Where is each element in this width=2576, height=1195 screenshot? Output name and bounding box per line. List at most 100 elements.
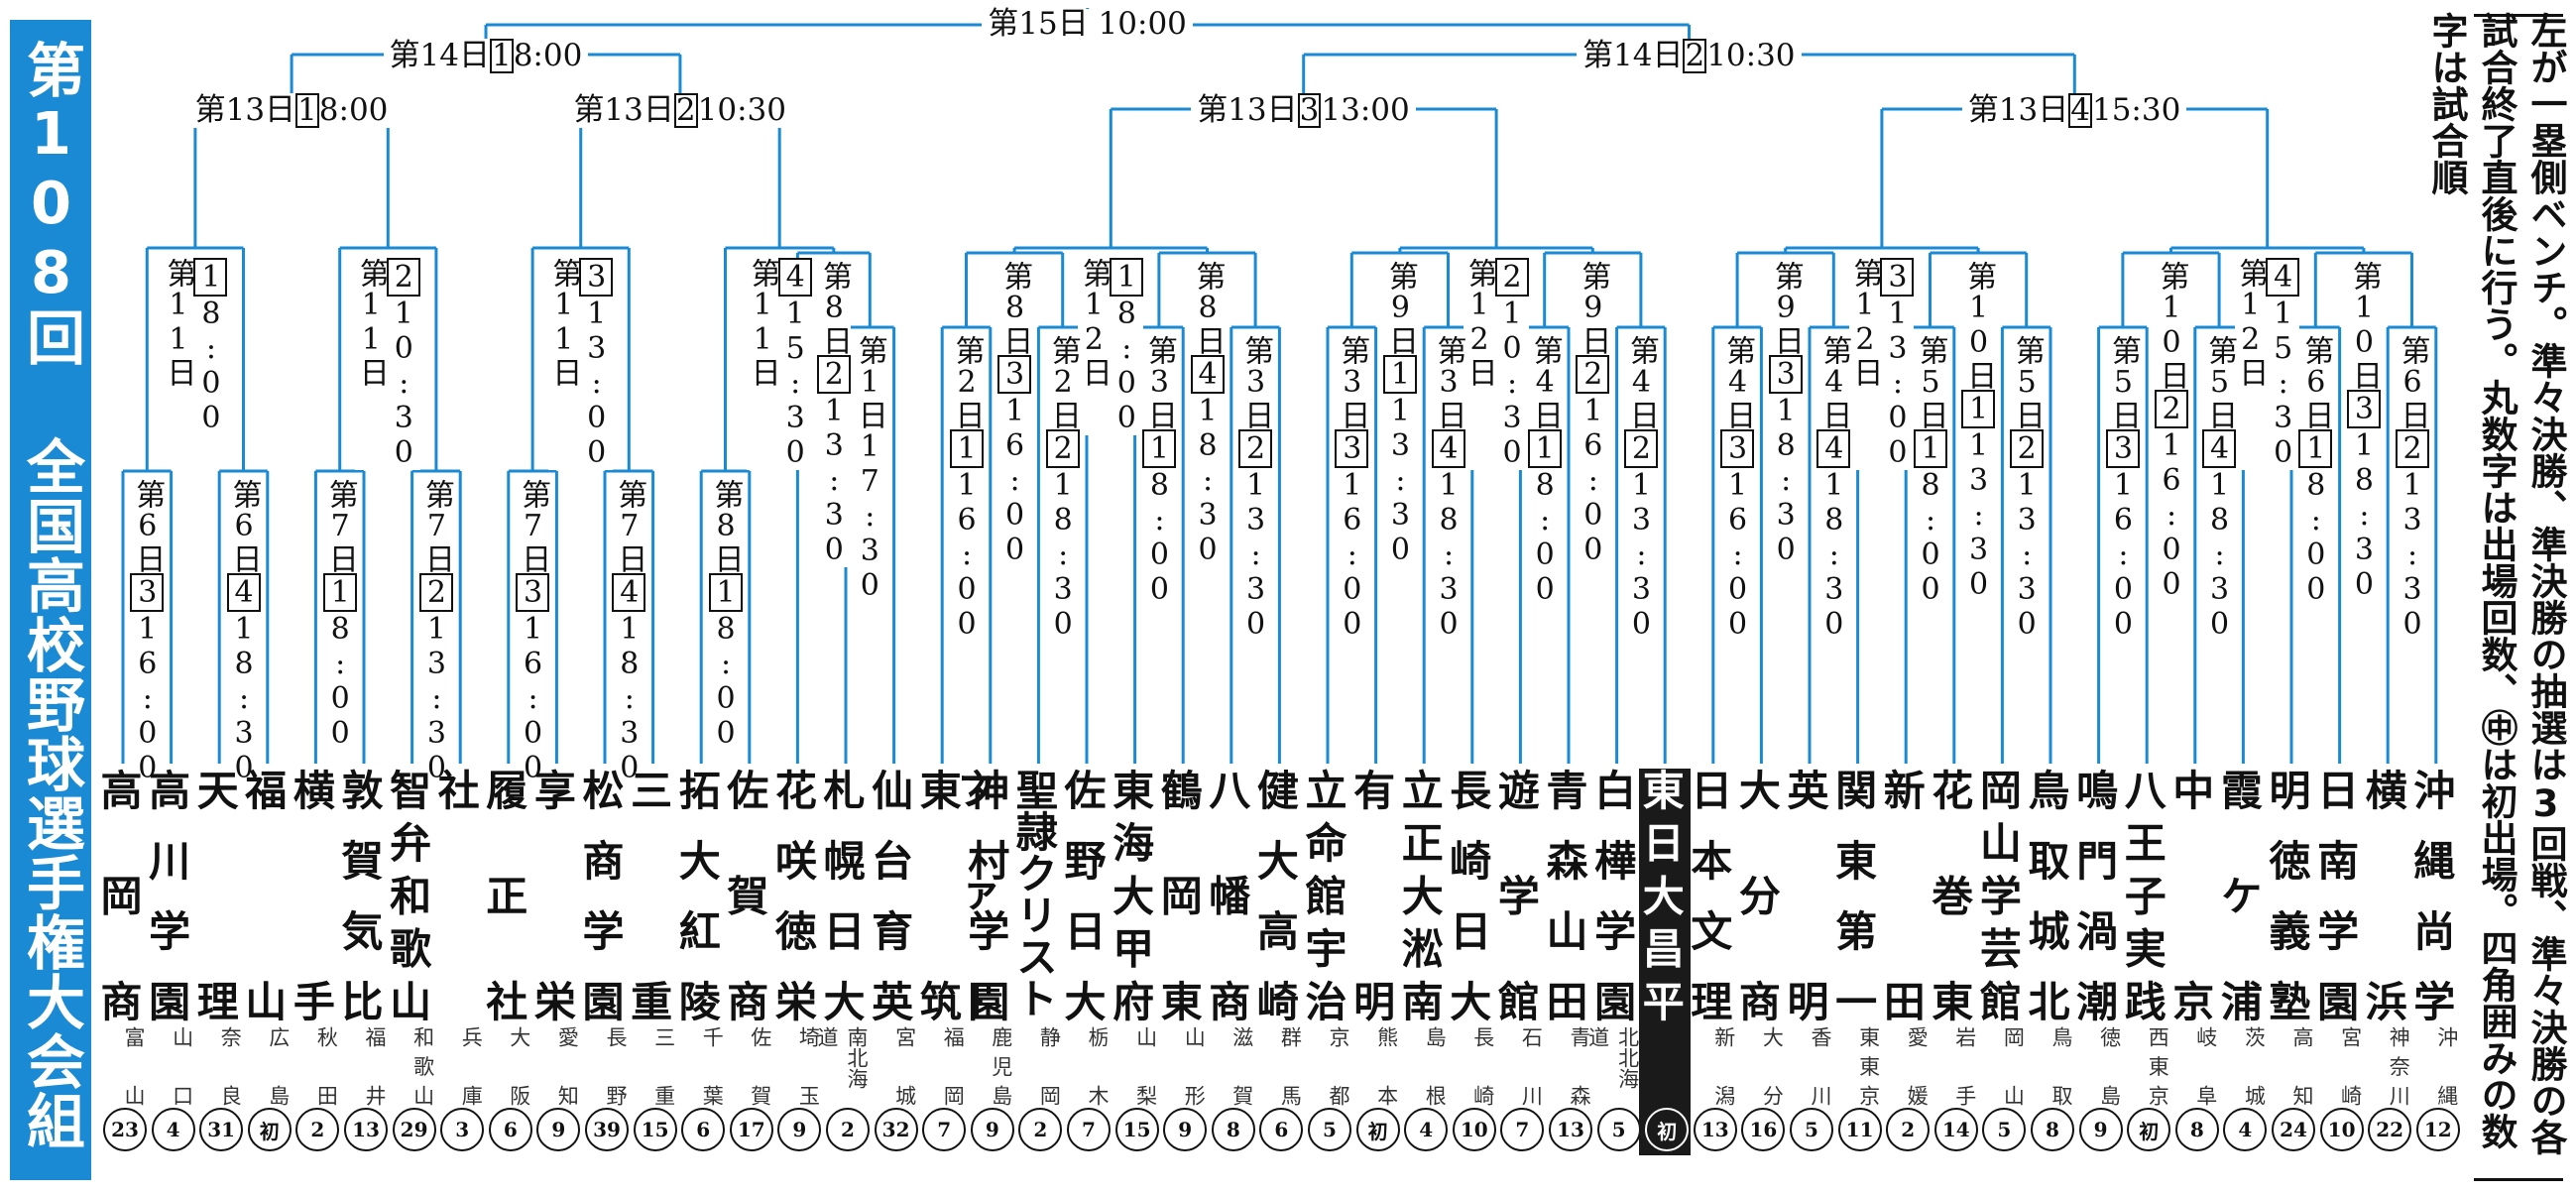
order-box: 2: [816, 355, 852, 394]
r1-schedule: 第1日17:30: [852, 335, 887, 603]
order-box: 3: [1720, 429, 1756, 468]
team-name: 東筑: [913, 769, 963, 1021]
team-name: 高川学園: [142, 769, 191, 1021]
order-box: 1: [1141, 429, 1177, 468]
r2-schedule: 第7日18:00: [322, 479, 358, 751]
team-name: 大分商: [1732, 769, 1782, 1021]
order-box: 4: [1816, 429, 1852, 468]
r2-schedule: 第7日418:30: [612, 479, 647, 785]
appearance-count: 7: [1067, 1108, 1111, 1151]
r2-schedule: 第8日418:30: [1190, 261, 1226, 567]
team-prefecture: 石川: [1519, 1026, 1544, 1106]
appearance-count: 初: [247, 1108, 292, 1151]
team-prefecture: 西東京: [2146, 1026, 2170, 1106]
appearance-count: 5: [1308, 1108, 1351, 1151]
r2-schedule: 第10日318:30: [2346, 261, 2382, 602]
team-prefecture: 愛知: [555, 1026, 580, 1106]
appearance-count: 14: [1933, 1108, 1978, 1151]
order-box: 4: [2202, 429, 2238, 468]
team-prefecture: 群馬: [1278, 1026, 1303, 1106]
order-box: 3: [1335, 429, 1370, 468]
team-prefecture: 千葉: [700, 1026, 725, 1106]
appearance-count: 10: [2319, 1108, 2364, 1151]
appearance-count: 2: [295, 1108, 340, 1151]
team-name: 社: [431, 769, 481, 810]
team-name: 仙台育英: [865, 769, 914, 1021]
team-name: 東海大甲府: [1106, 769, 1155, 1021]
team-name: 立正大淞南: [1395, 769, 1445, 1021]
appearance-count: 13: [344, 1108, 388, 1151]
team-prefecture: 佐賀: [748, 1026, 772, 1106]
r2-schedule: 第8日18:00: [708, 479, 744, 751]
order-box: 2: [1576, 355, 1611, 394]
team-prefecture: 神奈川: [2387, 1026, 2411, 1106]
r1-schedule: 第6日213:30: [2395, 335, 2430, 642]
team-name: 聖隷クリストファー: [949, 769, 1059, 1021]
order-box: 1: [949, 429, 985, 468]
appearance-count: 13: [1549, 1108, 1592, 1151]
team-prefecture: 沖縄: [2434, 1026, 2459, 1106]
appearance-count: 2: [1018, 1108, 1063, 1151]
appearance-count: 32: [874, 1108, 918, 1151]
order-box: 1: [193, 258, 229, 297]
appearance-count: 16: [1741, 1108, 1786, 1151]
r1-schedule: 第4日316:00: [1720, 335, 1756, 642]
team-prefecture: 三重: [651, 1026, 676, 1106]
appearance-count: 9: [2078, 1108, 2123, 1151]
appearance-count: 22: [2368, 1108, 2412, 1151]
order-box: 1: [708, 573, 744, 612]
team-prefecture: 岡山: [2001, 1026, 2026, 1106]
team-prefecture: 長野: [604, 1026, 628, 1106]
team-prefecture: 南北海道: [815, 1026, 869, 1089]
r1-schedule: 第4日18:00: [1527, 335, 1563, 607]
appearance-count: 13: [1693, 1108, 1737, 1151]
page-title: 第108回 全国高校野球選手権大会組み合わせ: [0, 40, 85, 1150]
qf-label: 第13日313:00: [1191, 93, 1416, 128]
team-prefecture: [1639, 1026, 1691, 1106]
team-prefecture: 東東京: [1856, 1026, 1881, 1106]
team-name: 福山: [238, 769, 288, 1021]
r1-schedule: 第3日18:00: [1141, 335, 1177, 607]
appearance-count: 5: [1596, 1108, 1641, 1151]
team-prefecture: 秋田: [314, 1026, 339, 1106]
team-name: 享栄: [527, 769, 577, 1021]
order-box: 2: [1683, 38, 1707, 73]
r1-schedule: 第5日418:30: [2202, 335, 2238, 642]
order-box: 2: [418, 573, 454, 612]
r1-schedule: 第6日18:00: [2298, 335, 2334, 607]
team-prefecture: 茨城: [2242, 1026, 2267, 1106]
appearance-count: 12: [2415, 1108, 2460, 1151]
team-prefecture: 宮城: [892, 1026, 917, 1106]
team-name: 横手: [287, 769, 336, 1021]
appearance-count: 31: [199, 1108, 244, 1151]
team-prefecture: 香川: [1809, 1026, 1832, 1106]
team-prefecture: 山口: [170, 1026, 194, 1106]
order-box: 2: [2154, 390, 2189, 428]
team-prefecture: 福井: [363, 1026, 387, 1106]
appearance-count: 4: [151, 1108, 195, 1151]
appearance-count: 8: [2031, 1108, 2074, 1151]
team-name: 立命館宇治: [1299, 769, 1347, 1021]
team-name: 横浜: [2359, 769, 2408, 1021]
note-bracket-top: [2474, 14, 2563, 17]
